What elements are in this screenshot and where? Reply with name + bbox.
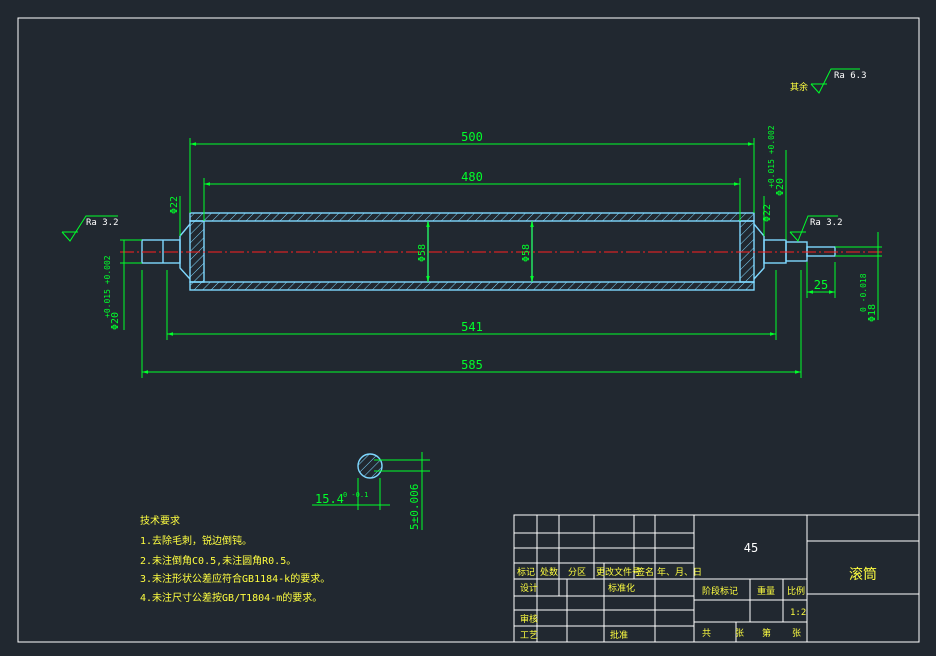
- key-depth-tol: 0 -0.1: [343, 491, 368, 499]
- part-name: 滚筒: [849, 566, 877, 583]
- title-block: [513, 514, 920, 643]
- dim-phi20-left-tol: +0.015 +0.002: [103, 255, 112, 318]
- section-view: 15.4 0 -0.1 5±0.006: [312, 452, 430, 530]
- note-1: 1.去除毛刺，锐边倒钝。: [140, 534, 252, 547]
- dim-480: 480: [461, 170, 483, 184]
- tb-weight: 重量: [757, 585, 775, 597]
- tb-standardize: 标准化: [608, 582, 635, 594]
- note-4: 4.未注尺寸公差按GB/T1804-m的要求。: [140, 591, 322, 604]
- drum-shell-top: [189, 212, 755, 222]
- tb-change-doc: 更改文件号: [596, 566, 641, 578]
- key-depth: 15.4: [315, 492, 344, 506]
- dim-500: 500: [461, 130, 483, 144]
- ra-right: Ra 3.2: [810, 218, 843, 228]
- ra-other-label: 其余: [790, 81, 808, 93]
- dim-phi18: Φ18: [867, 304, 878, 322]
- drawing-frame: [17, 17, 920, 643]
- drum-shell-bottom: [189, 281, 755, 291]
- dim-541: 541: [461, 320, 483, 334]
- ra-left: Ra 3.2: [86, 218, 119, 228]
- tb-sign: 签名: [636, 566, 654, 578]
- technical-notes: 技术要求 1.去除毛刺，锐边倒钝。 2.未注倒角C0.5,未注圆角R0.5。 3…: [140, 514, 330, 604]
- tb-count: 处数: [540, 566, 558, 578]
- dim-phi20-right-tol: +0.015 +0.002: [767, 125, 776, 188]
- note-2: 2.未注倒角C0.5,未注圆角R0.5。: [140, 554, 296, 567]
- tb-process: 工艺: [520, 630, 538, 641]
- tb-sheet2: 张: [792, 628, 801, 639]
- tb-date: 年、月、日: [657, 566, 702, 578]
- tb-approve: 批准: [610, 629, 628, 641]
- dimensions: [120, 138, 882, 378]
- dim-phi20-left: Φ20: [110, 312, 121, 330]
- tb-scale-value: 1:2: [790, 608, 806, 618]
- tb-mark: 标记: [517, 566, 535, 578]
- dim-phi58-b: Φ58: [521, 244, 532, 262]
- dim-585: 585: [461, 358, 483, 372]
- tb-stage-mark: 阶段标记: [702, 585, 738, 597]
- dim-phi22-left: Φ22: [169, 196, 180, 214]
- dim-phi18-tol: 0 -0.018: [859, 273, 868, 312]
- roughness-symbols: [61, 68, 860, 242]
- tb-total: 共: [702, 628, 711, 639]
- key-width: 5±0.006: [408, 484, 421, 530]
- tb-scale: 比例: [787, 585, 805, 597]
- tb-page: 第: [762, 627, 771, 639]
- roller-part: [141, 212, 836, 291]
- tb-sheet: 张: [735, 628, 744, 639]
- title-block-text: 标记 处数 分区 更改文件号 签名 年、月、日 设计 标准化 审核 工艺 批准 …: [517, 566, 806, 641]
- notes-title: 技术要求: [140, 514, 180, 527]
- dim-phi20-right: Φ20: [775, 178, 786, 196]
- tb-design: 设计: [520, 582, 538, 594]
- material: 45: [744, 541, 758, 555]
- ra-other-value: Ra 6.3: [834, 71, 867, 81]
- tb-zone: 分区: [568, 567, 586, 578]
- dim-phi58-a: Φ58: [417, 244, 428, 262]
- dim-25: 25: [814, 278, 828, 292]
- note-3: 3.未注形状公差应符合GB1184-k的要求。: [140, 572, 330, 585]
- tb-review: 审核: [520, 613, 538, 625]
- dim-phi22-right: Φ22: [762, 204, 773, 222]
